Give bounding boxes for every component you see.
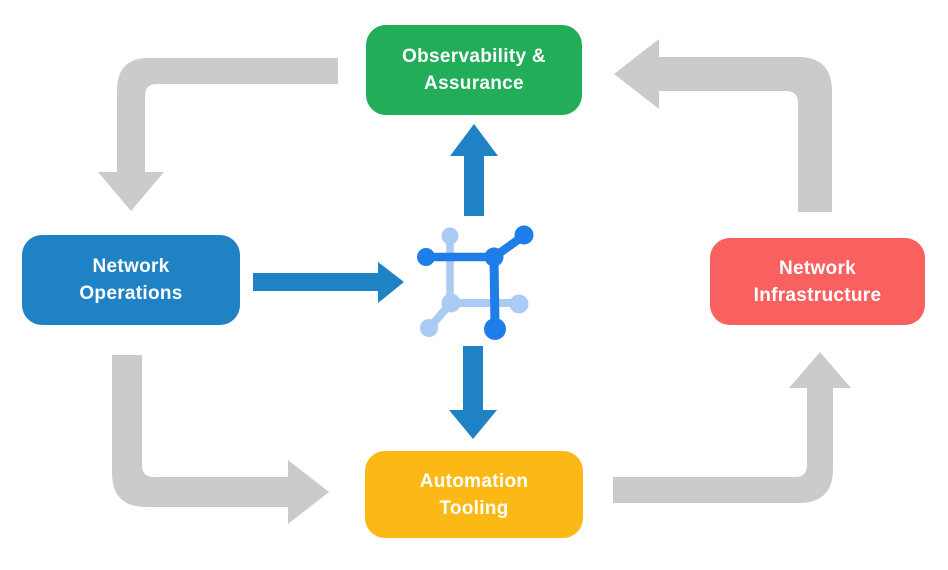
cycle-arrow-operations-to-tooling — [112, 355, 329, 524]
icon-node-dark-left — [417, 248, 435, 266]
flow-arrow-icon-to-observability — [450, 124, 498, 216]
icon-node-light-top — [441, 227, 459, 245]
flow-arrows — [253, 124, 498, 439]
icon-joint-light — [441, 293, 461, 313]
node-network-infrastructure-label: Network Infrastructure — [753, 257, 882, 306]
icon-link-dark-vertical — [489, 256, 500, 329]
icon-node-dark-bottom — [484, 318, 506, 340]
node-network-operations: Network Operations — [22, 235, 240, 325]
cycle-arrow-observability-to-operations — [98, 58, 338, 211]
cycle-arrow-infrastructure-to-observability — [614, 39, 832, 212]
flow-arrow-operations-to-icon — [253, 262, 404, 303]
flow-arrow-icon-to-tooling — [449, 346, 497, 439]
icon-node-light-bottom-left — [420, 319, 438, 337]
node-network-infrastructure: Network Infrastructure — [710, 238, 925, 325]
node-observability-assurance-label: Observability & Assurance — [402, 46, 546, 94]
node-observability-assurance: Observability & Assurance — [366, 25, 582, 115]
network-automation-icon — [417, 225, 534, 340]
icon-joint-dark — [484, 247, 504, 267]
cycle-arrows — [98, 39, 851, 524]
node-automation-tooling-label: Automation Tooling — [419, 470, 529, 519]
node-automation-tooling: Automation Tooling — [365, 451, 583, 538]
node-network-operations-label: Network Operations — [79, 256, 183, 304]
icon-node-dark-top-right — [514, 225, 534, 245]
icon-node-light-right — [509, 294, 529, 314]
cycle-arrow-tooling-to-infrastructure — [613, 352, 851, 503]
